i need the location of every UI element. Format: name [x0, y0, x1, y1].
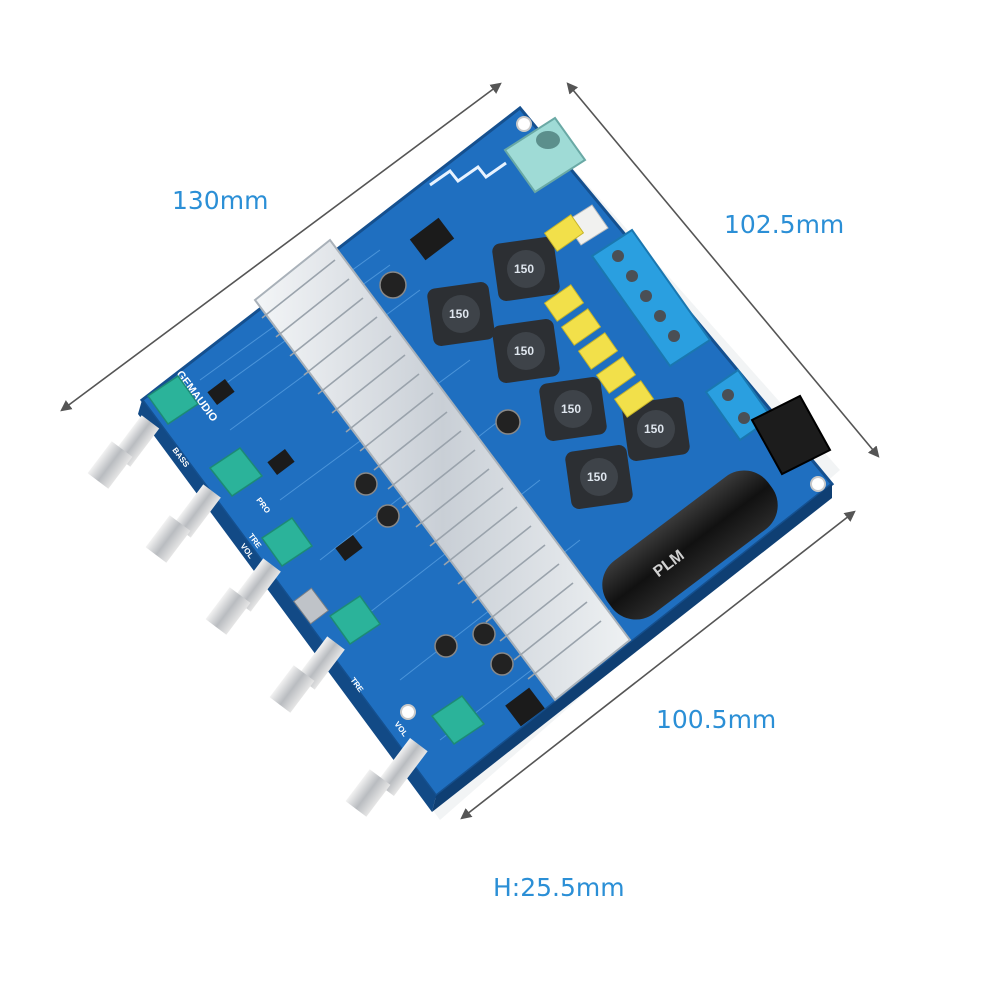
- electrolytic-capacitor: PLM: [602, 470, 778, 620]
- svg-text:150: 150: [449, 307, 469, 321]
- speaker-terminal-block: [590, 228, 712, 368]
- inductor: 150: [427, 282, 495, 346]
- antenna-trace: [429, 161, 507, 187]
- potentiometer-volume-2: [345, 694, 486, 817]
- potentiometer-bass: [87, 374, 200, 489]
- inductor: 150: [565, 445, 633, 509]
- inductor: 150: [539, 377, 607, 441]
- small-capacitors: [354, 271, 521, 676]
- bottom-dimension-arrow: [460, 510, 856, 820]
- audio-jack: [503, 116, 587, 194]
- mode-switch: [293, 587, 329, 625]
- mounting-holes: [400, 116, 826, 720]
- width-dimension-arrow: [60, 82, 502, 412]
- svg-text:150: 150: [587, 470, 607, 484]
- inductors: 150 150 150 150 150: [427, 237, 690, 509]
- potentiometer-pro: [145, 446, 264, 563]
- svg-text:150: 150: [514, 344, 534, 358]
- ic-chips: [207, 217, 545, 727]
- heatsink: [253, 238, 632, 702]
- dc-power-jack: [750, 394, 832, 476]
- svg-text:150: 150: [514, 262, 534, 276]
- inductor: 150: [492, 319, 560, 383]
- inductor: 150: [622, 397, 690, 461]
- potentiometer-volume: [269, 594, 382, 713]
- film-capacitors: [543, 214, 655, 418]
- inductor: 150: [492, 237, 560, 301]
- height-dimension-label: H:25.5mm: [493, 873, 625, 902]
- svg-text:150: 150: [561, 402, 581, 416]
- svg-text:150: 150: [644, 422, 664, 436]
- depth-dimension-arrow: [566, 82, 880, 458]
- width-dimension-label: 130mm: [172, 186, 269, 215]
- potentiometer-treble: [205, 516, 314, 635]
- depth-dimension-label: 102.5mm: [724, 210, 845, 239]
- bottom-dimension-label: 100.5mm: [656, 705, 777, 734]
